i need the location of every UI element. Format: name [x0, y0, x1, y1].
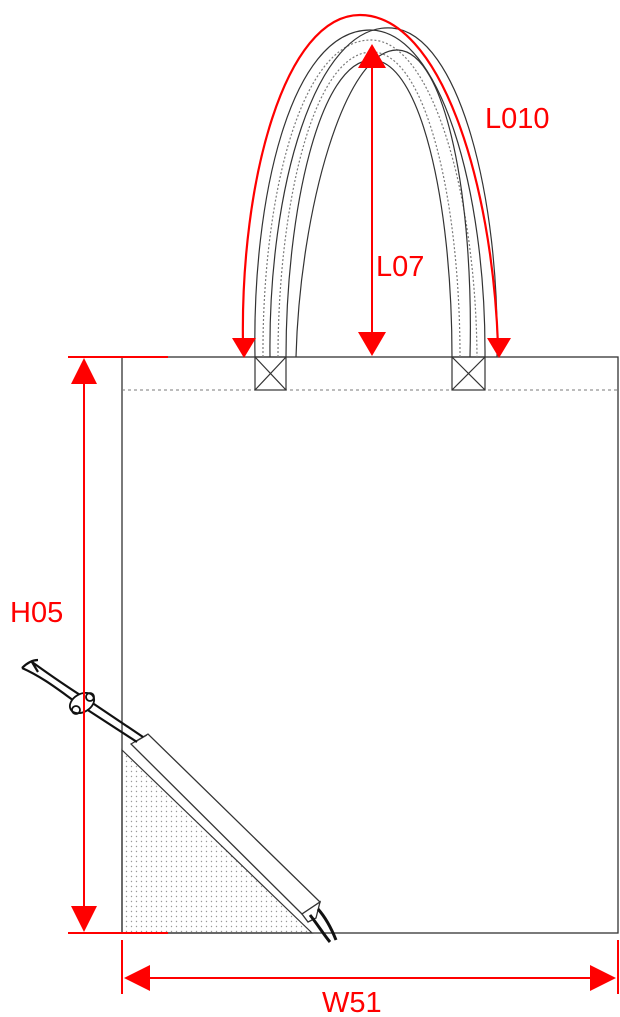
- bag-body: [121, 356, 619, 934]
- height-label: H05: [10, 597, 63, 629]
- width-right-arrowhead-icon: [590, 965, 616, 991]
- handle-length-arc: [241, 13, 500, 346]
- width-left-arrowhead-icon: [124, 965, 150, 991]
- cord-toggle-icon: [68, 691, 96, 715]
- height-top-arrowhead-icon: [71, 358, 97, 384]
- bag-outline: [121, 356, 619, 934]
- handle-length-right-arrowhead-icon: [487, 338, 511, 358]
- front-handle-inner: [285, 59, 453, 358]
- width-label: W51: [322, 987, 382, 1017]
- handle-length-left-arrowhead-icon: [232, 338, 256, 358]
- left-stitch-box-icon: [254, 356, 287, 391]
- drawstring-tip-icon: [308, 908, 338, 943]
- back-handle-inner: [295, 49, 471, 358]
- front-handle-outer: [254, 29, 486, 358]
- handle-drop-bottom-arrowhead-icon: [358, 332, 386, 356]
- front-handle-stitch: [262, 39, 478, 358]
- back-handle-outer: [269, 27, 498, 358]
- handle-length-label: L010: [485, 103, 550, 135]
- handle-drop-label: L07: [376, 251, 424, 283]
- right-stitch-box-icon: [451, 356, 486, 391]
- height-bottom-arrowhead-icon: [71, 906, 97, 932]
- gusset-triangle: [121, 748, 314, 934]
- handle-drop-top-arrowhead-icon: [358, 44, 386, 68]
- dimension-annotations: L010 L07 H05 W51: [10, 13, 619, 1017]
- handles: [254, 27, 498, 358]
